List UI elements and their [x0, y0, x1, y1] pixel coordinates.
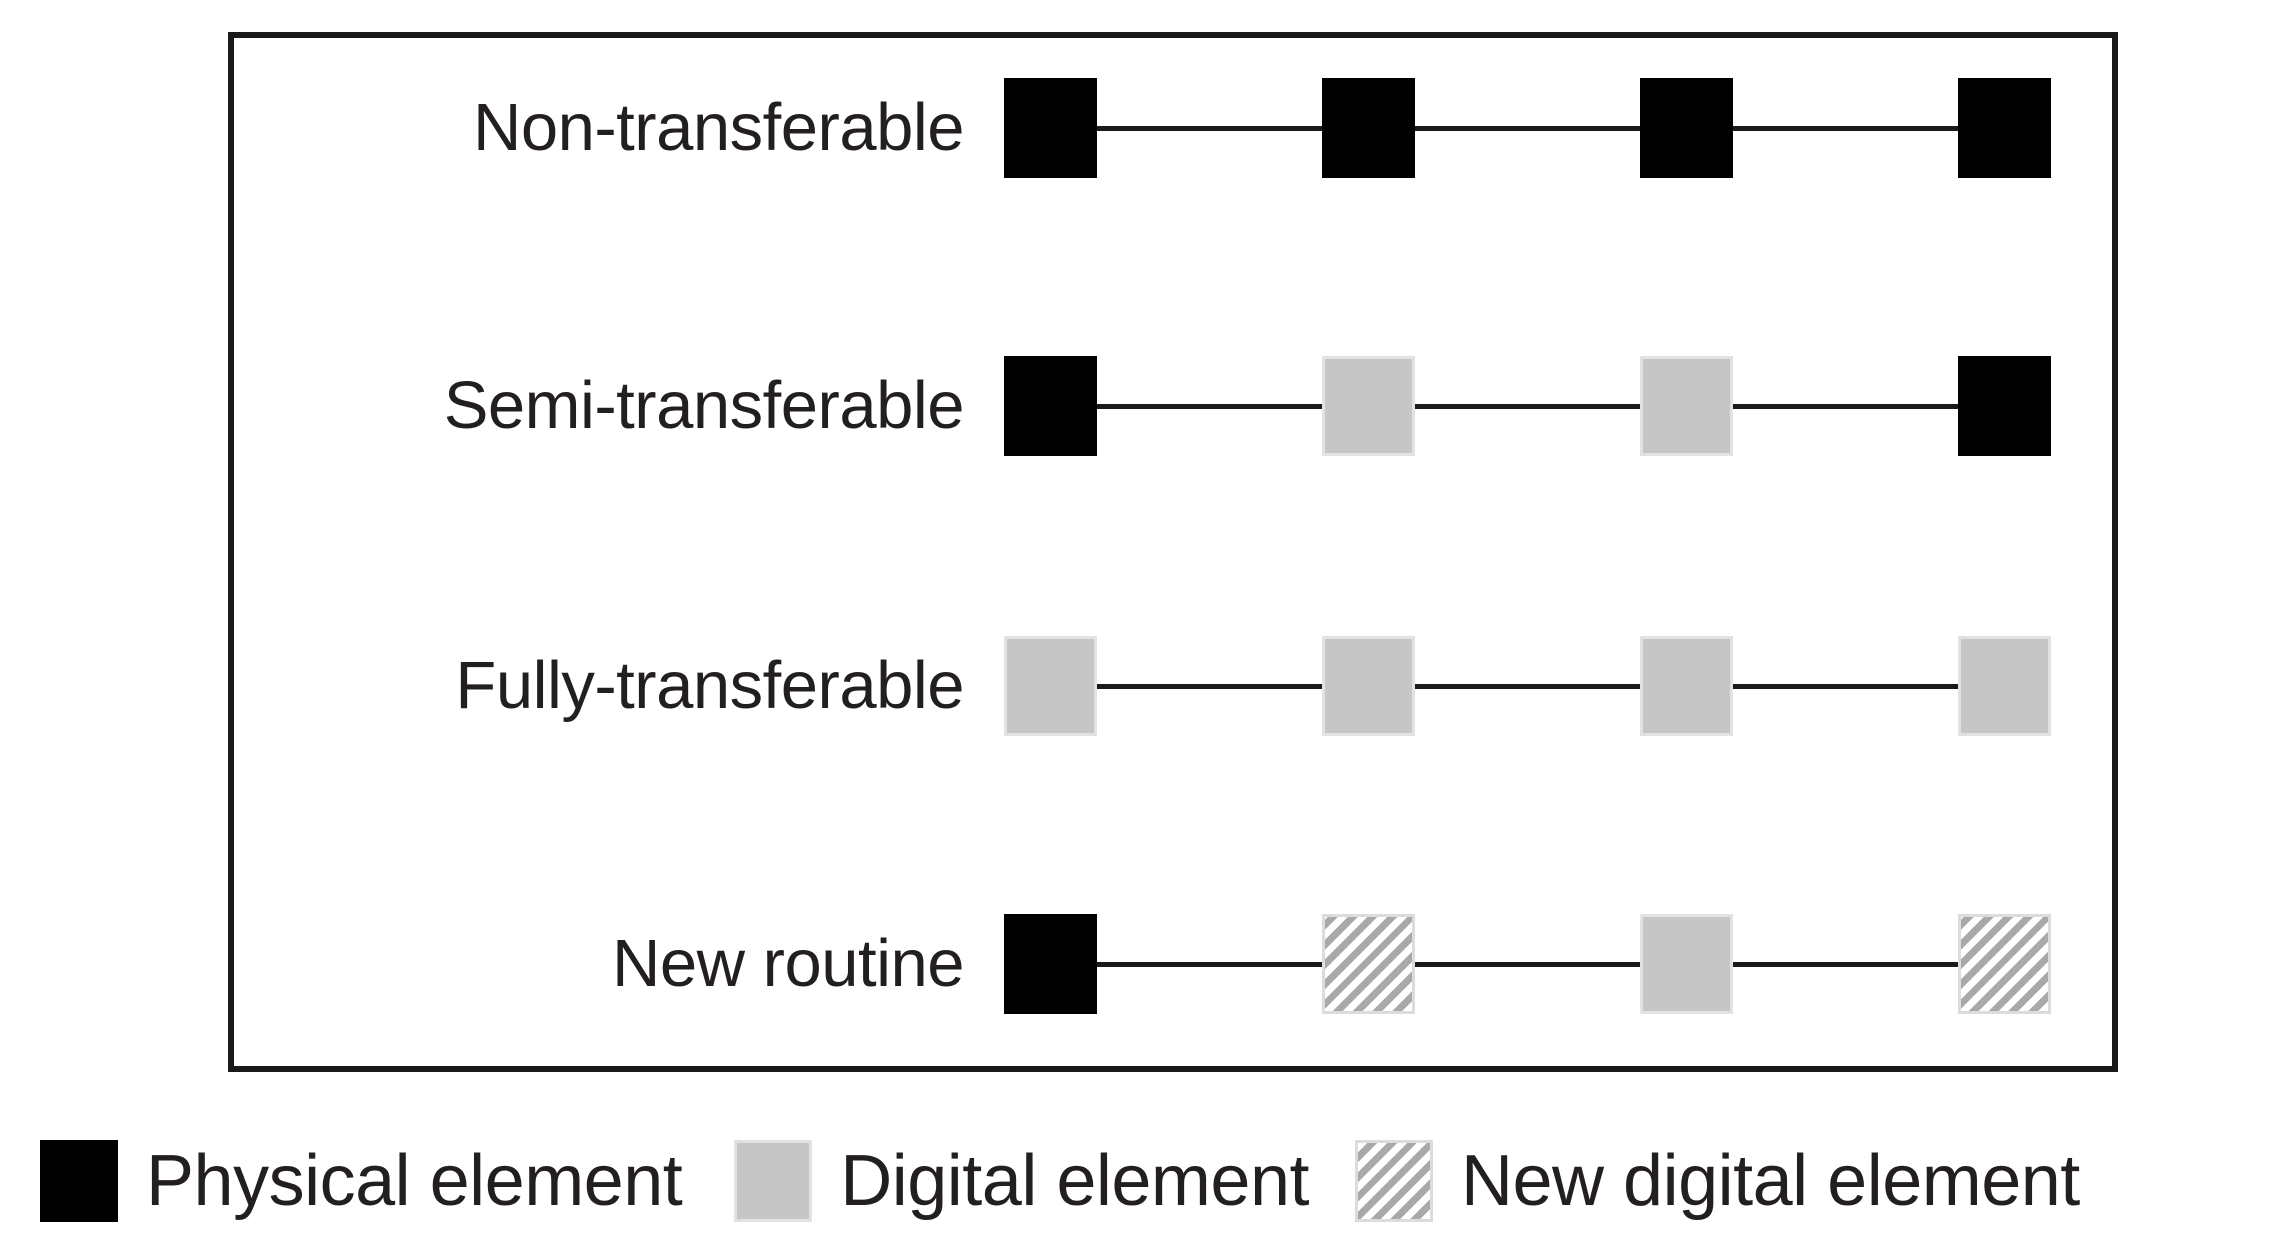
connector-segment: [1092, 126, 1327, 131]
node-physical-element: [1322, 78, 1415, 178]
node-new-digital-element: [1322, 914, 1415, 1014]
node-physical-element: [1640, 78, 1733, 178]
node-digital-element: [1640, 914, 1733, 1014]
node-chain: [1004, 914, 2074, 1014]
diagram-row-fully-transferable: Fully-transferable: [234, 636, 2112, 796]
node-digital-element: [1004, 636, 1097, 736]
connector-segment: [1728, 404, 1963, 409]
node-physical-element: [1004, 78, 1097, 178]
legend-item-physical: Physical element: [40, 1140, 683, 1222]
connector-segment: [1092, 962, 1327, 967]
legend-swatch-physical-icon: [40, 1140, 118, 1222]
connector-segment: [1728, 962, 1963, 967]
node-digital-element: [1640, 636, 1733, 736]
node-new-digital-element: [1958, 914, 2051, 1014]
legend-item-digital: Digital element: [734, 1140, 1309, 1222]
legend-swatch-digital-icon: [734, 1140, 813, 1222]
node-digital-element: [1958, 636, 2051, 736]
node-digital-element: [1640, 356, 1733, 456]
node-chain: [1004, 356, 2074, 456]
node-physical-element: [1004, 356, 1097, 456]
diagram-row-non-transferable: Non-transferable: [234, 78, 2112, 238]
connector-segment: [1410, 126, 1645, 131]
node-chain: [1004, 636, 2074, 736]
legend-item-new-digital: New digital element: [1355, 1140, 2080, 1222]
legend-label: New digital element: [1461, 1141, 2080, 1221]
legend-label: Digital element: [840, 1141, 1309, 1221]
node-digital-element: [1322, 356, 1415, 456]
connector-segment: [1092, 404, 1327, 409]
row-label: Fully-transferable: [455, 648, 964, 723]
diagram-row-semi-transferable: Semi-transferable: [234, 356, 2112, 516]
row-label: Semi-transferable: [443, 368, 965, 443]
legend: Physical element Digital element New dig…: [40, 1125, 2280, 1237]
node-digital-element: [1322, 636, 1415, 736]
connector-segment: [1092, 684, 1327, 689]
node-physical-element: [1958, 78, 2051, 178]
connector-segment: [1728, 126, 1963, 131]
node-physical-element: [1004, 914, 1097, 1014]
node-chain: [1004, 78, 2074, 178]
connector-segment: [1410, 962, 1645, 967]
row-label: New routine: [611, 926, 965, 1001]
diagram-panel: Non-transferable Semi-transferable: [228, 32, 2118, 1072]
legend-label: Physical element: [146, 1141, 683, 1221]
connector-segment: [1410, 404, 1645, 409]
diagram-row-new-routine: New routine: [234, 914, 2112, 1074]
node-physical-element: [1958, 356, 2051, 456]
connector-segment: [1728, 684, 1963, 689]
connector-segment: [1410, 684, 1645, 689]
row-label: Non-transferable: [472, 90, 965, 165]
legend-swatch-new-digital-icon: [1355, 1140, 1433, 1222]
